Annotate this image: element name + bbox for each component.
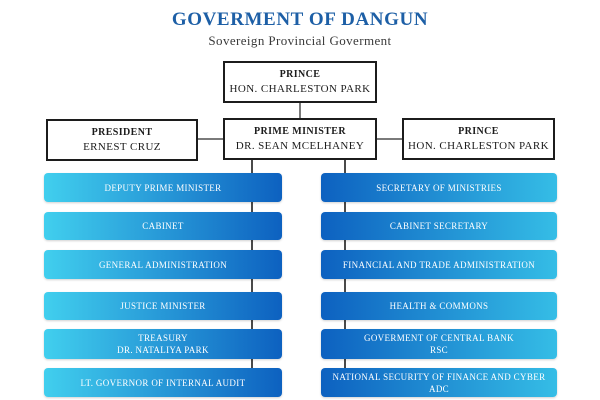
org-bar-lt-governor-internal-audit: LT. GOVERNOR OF INTERNAL AUDIT [44,368,282,397]
org-bar-justice-minister: JUSTICE MINISTER [44,292,282,320]
org-bar-label: NATIONAL SECURITY OF FINANCE AND CYBER [332,371,546,382]
org-bar-deputy-prime-minister: DEPUTY PRIME MINISTER [44,173,282,202]
org-bar-cabinet-secretary: CABINET SECRETARY [321,212,557,240]
org-box-person: HON. CHARLESTON PARK [229,83,371,95]
org-box-role: PRINCE [458,126,499,137]
org-box-president: PRESIDENT ERNEST CRUZ [46,119,198,161]
org-bar-national-security-finance-cyber: NATIONAL SECURITY OF FINANCE AND CYBER A… [321,368,557,397]
org-bar-treasury: TREASURY DR. NATALIYA PARK [44,329,282,359]
org-bar-general-administration: GENERAL ADMINISTRATION [44,250,282,279]
org-bar-cabinet: CABINET [44,212,282,240]
connector-prince-horizontal [376,138,403,140]
org-box-prime-minister: PRIME MINISTER DR. SEAN MCELHANEY [223,118,377,160]
org-box-person: DR. SEAN MCELHANEY [235,140,365,152]
org-bar-financial-trade-administration: FINANCIAL AND TRADE ADMINISTRATION [321,250,557,279]
org-bar-label: DEPUTY PRIME MINISTER [104,182,222,193]
org-bar-health-commons: HEALTH & COMMONS [321,292,557,320]
org-box-role: PRESIDENT [91,127,153,138]
page-subtitle: Sovereign Provincial Goverment [208,33,392,48]
org-bar-label: FINANCIAL AND TRADE ADMINISTRATION [342,259,536,270]
org-bar-sublabel: DR. NATALIYA PARK [117,345,209,355]
org-box-prince-right: PRINCE HON. CHARLESTON PARK [402,118,555,160]
org-bar-label: CABINET SECRETARY [389,221,489,231]
org-box-prince-top: PRINCE HON. CHARLESTON PARK [223,61,377,103]
org-bar-label: LT. GOVERNOR OF INTERNAL AUDIT [80,377,246,388]
org-bar-label: CABINET [142,221,184,231]
org-bar-label: JUSTICE MINISTER [120,301,206,311]
org-bar-label: GENERAL ADMINISTRATION [98,259,228,270]
org-bar-label: SECRETARY OF MINISTRIES [376,182,502,193]
org-bar-sublabel: RSC [429,345,449,355]
page-title: GOVERMENT OF DANGUN [171,9,429,30]
org-bar-sublabel: ADC [428,383,450,394]
org-bar-label: GOVERMENT OF CENTRAL BANK [363,333,514,343]
connector-top-vertical [299,102,301,119]
org-bar-central-bank: GOVERMENT OF CENTRAL BANK RSC [321,329,557,359]
org-box-person: HON. CHARLESTON PARK [408,140,549,152]
org-box-person: ERNEST CRUZ [83,141,161,153]
org-bar-label: TREASURY [138,333,188,343]
org-box-role: PRIME MINISTER [254,126,346,137]
org-bar-secretary-of-ministries: SECRETARY OF MINISTRIES [321,173,557,202]
org-box-role: PRINCE [279,69,321,80]
connector-president-horizontal [198,138,224,140]
org-bar-label: HEALTH & COMMONS [389,301,489,311]
